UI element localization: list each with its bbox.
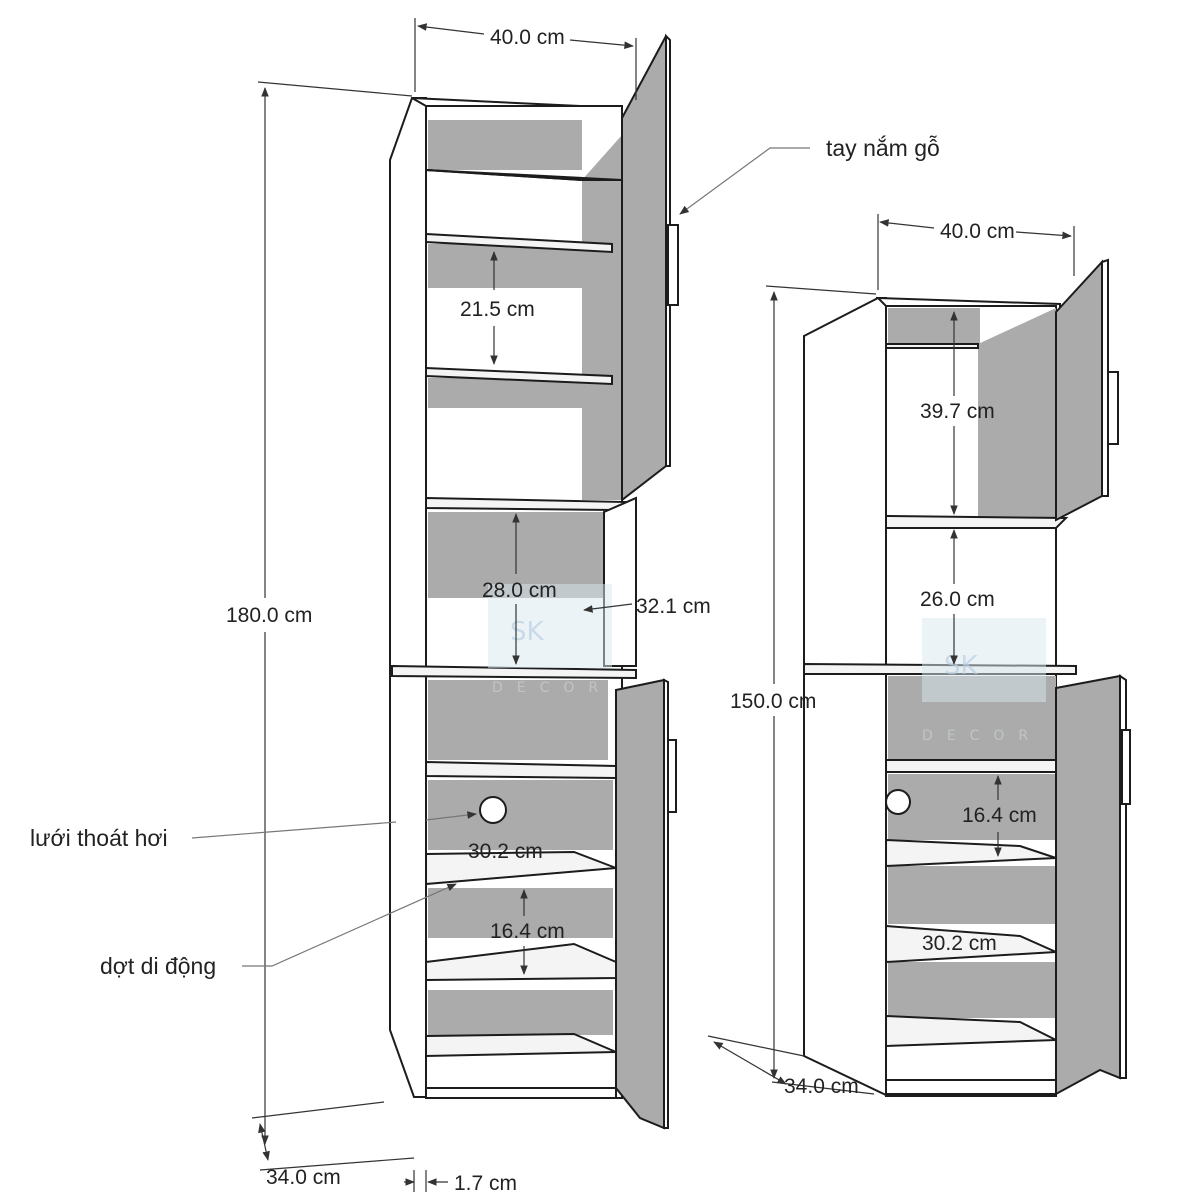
short-lower-width-label: 30.2 cm [922, 932, 997, 955]
short-depth-label: 34.0 cm [784, 1075, 859, 1098]
tall-upper-handle [667, 224, 679, 306]
short-shelf-1 [885, 343, 979, 349]
short-dimensions: 40.0 cm 150.0 cm 34.0 cm 39.7 cm 26.0 cm… [707, 214, 1075, 1098]
short-shelf-2 [885, 514, 1069, 529]
short-height-label: 150.0 cm [730, 690, 816, 713]
tall-width-label: 40.0 cm [490, 26, 565, 49]
tall-lower-width-label: 30.2 cm [468, 840, 543, 863]
tall-left-panel [389, 97, 427, 1098]
tall-upper-door [621, 35, 667, 503]
tall-upper-shade-2 [428, 244, 582, 288]
tall-lower-shade-2 [428, 780, 613, 850]
tall-divider [391, 664, 637, 680]
watermark-mark: SK [510, 617, 545, 647]
tall-lower-shade-4 [428, 990, 613, 1035]
tall-height-label: 180.0 cm [226, 604, 312, 627]
tall-niche-height-label: 28.0 cm [482, 579, 557, 602]
short-niche-height-label: 26.0 cm [920, 588, 995, 611]
handle-callout: tay nắm gỗ [826, 135, 940, 161]
short-lower-handle [1121, 729, 1131, 805]
tall-vent-icon [479, 796, 507, 824]
tall-upper-shade-3 [428, 378, 582, 408]
short-lower-door [1055, 674, 1121, 1096]
watermark-brand: DECOR [922, 728, 1042, 744]
short-width-label: 40.0 cm [940, 220, 1015, 243]
short-upper-height-label: 39.7 cm [920, 400, 995, 423]
short-upper-door [1055, 259, 1103, 522]
tall-base [425, 1087, 617, 1099]
tall-lower-gap-label: 16.4 cm [490, 920, 565, 943]
tall-shelf-2 [425, 232, 613, 254]
tall-lower-handle [667, 739, 677, 813]
tall-lower-door [615, 678, 665, 1130]
shelf-callout: dợt di động [100, 953, 216, 979]
short-cabinet [803, 258, 1131, 1097]
short-upper-door-edge [1101, 258, 1109, 497]
vent-callout: lưới thoát hơi [30, 825, 168, 851]
short-upper-shade-top [888, 308, 980, 344]
watermark-mark: SK [944, 651, 979, 681]
tall-upper-gap-label: 21.5 cm [460, 298, 535, 321]
tall-shelf-5 [425, 760, 617, 780]
short-vent-icon [885, 789, 911, 815]
short-lower-shade-4 [888, 962, 1056, 1018]
short-lower-shade-2 [888, 774, 1056, 840]
short-lower-gap-label: 16.4 cm [962, 804, 1037, 827]
tall-niche-depth-label: 32.1 cm [636, 595, 711, 618]
short-upper-handle [1107, 371, 1119, 445]
tall-depth-label: 34.0 cm [266, 1166, 341, 1189]
tall-dimensions: 40.0 cm 180.0 cm 34.0 cm 1.7 cm 21.5 cm … [226, 18, 711, 1195]
tall-upper-right-shade [582, 135, 622, 500]
short-shelf-3 [885, 759, 1057, 773]
short-base [885, 1079, 1057, 1095]
short-lower-shade-3 [888, 866, 1056, 924]
tall-lower-shade-1 [428, 680, 608, 760]
watermark-short: SK DECOR [922, 618, 1046, 744]
watermark-tall: SK DECOR [488, 584, 612, 696]
tall-thickness-label: 1.7 cm [454, 1172, 517, 1195]
tall-upper-shade-1 [428, 120, 582, 170]
short-upper-right-shade [978, 308, 1056, 520]
callouts: tay nắm gỗ lưới thoát hơi dợt di động [30, 135, 940, 979]
watermark-brand: DECOR [492, 680, 612, 696]
tall-shelf-3 [425, 366, 613, 386]
